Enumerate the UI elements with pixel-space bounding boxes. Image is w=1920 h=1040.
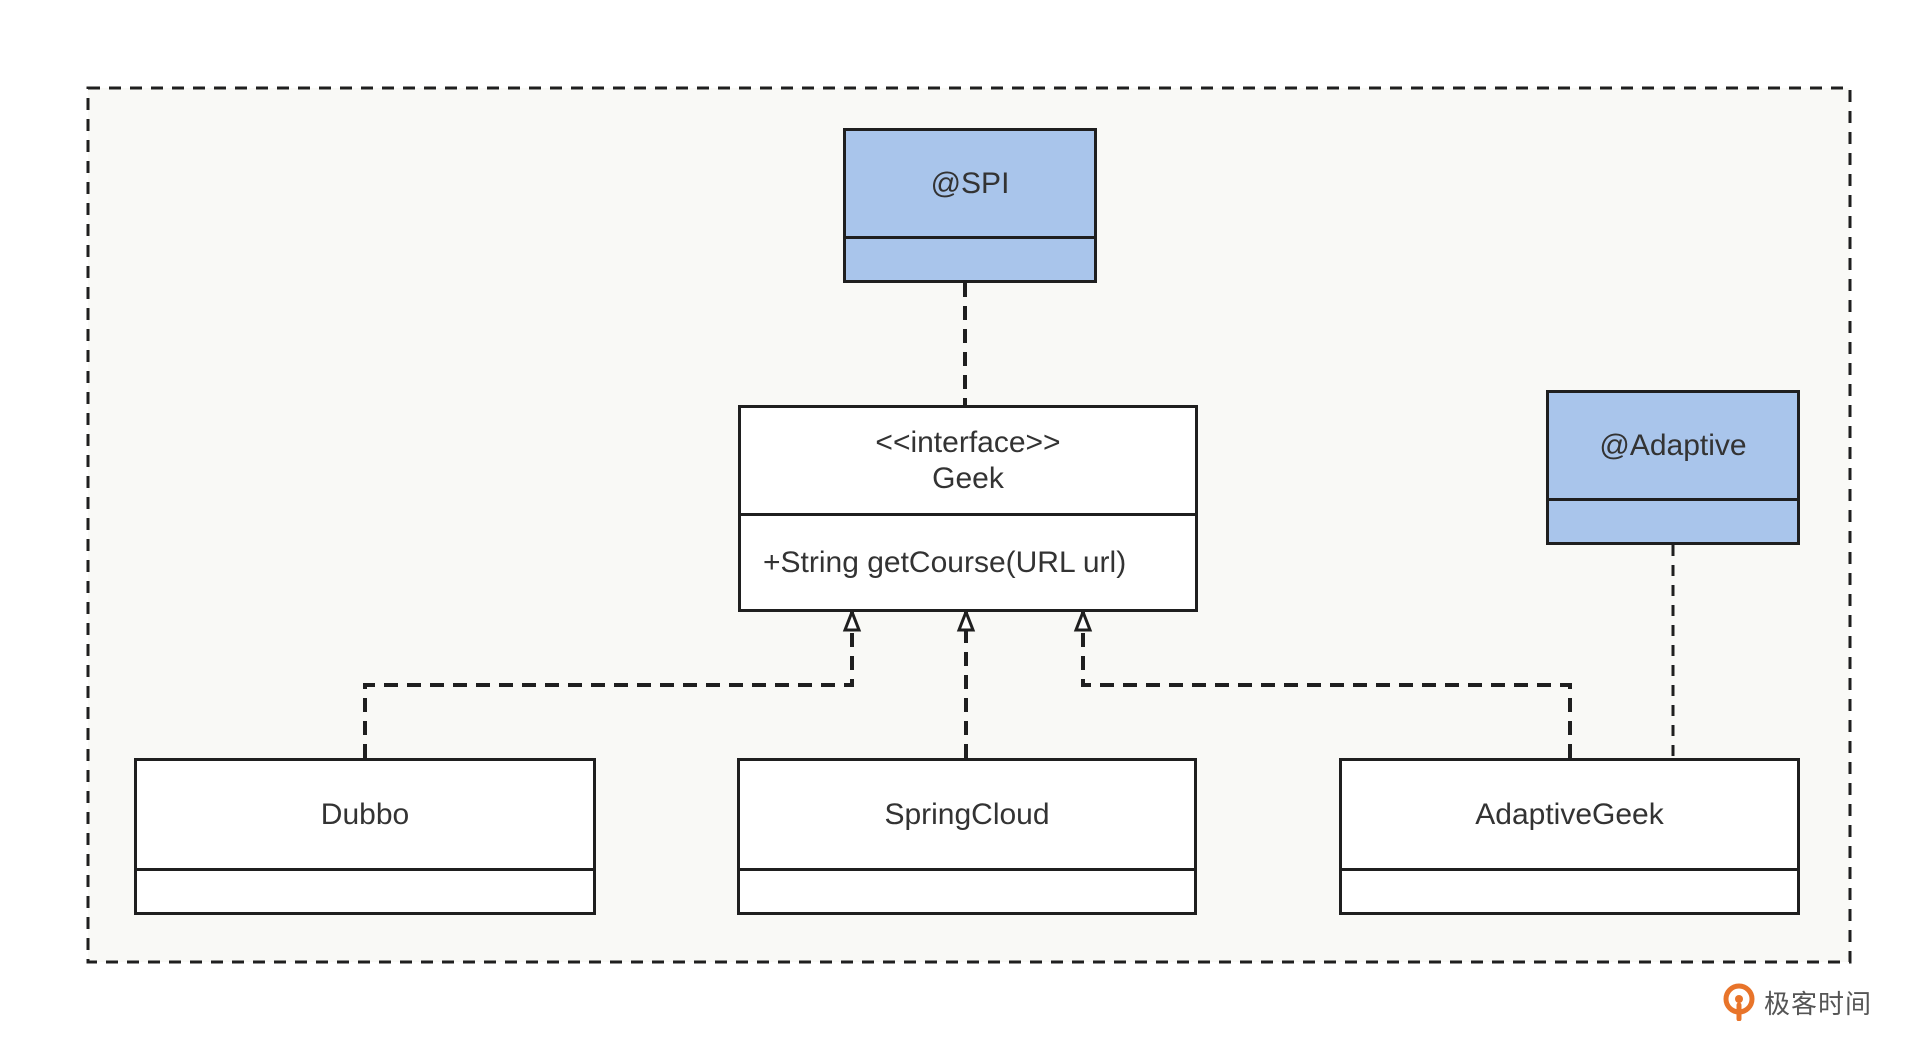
geek-interface-header: <<interface>> Geek bbox=[741, 408, 1195, 513]
dubbo-realization-line bbox=[363, 612, 854, 758]
adaptive-annotation-body bbox=[1549, 498, 1797, 542]
adaptivegeek-realization-arrowhead bbox=[1073, 607, 1093, 632]
adaptivegeek-class-header: AdaptiveGeek bbox=[1342, 761, 1797, 868]
geek-interface-methods: +String getCourse(URL url) bbox=[741, 513, 1195, 609]
adaptivegeek-class-box: AdaptiveGeek bbox=[1339, 758, 1800, 915]
watermark-text: 极客时间 bbox=[1764, 989, 1873, 1020]
spi-annotation-body bbox=[846, 236, 1094, 280]
interface-method: +String getCourse(URL url) bbox=[763, 545, 1127, 579]
springcloud-class-name: SpringCloud bbox=[884, 797, 1050, 831]
springcloud-class-body bbox=[740, 868, 1194, 912]
geek-interface-box: <<interface>> Geek +String getCourse(URL… bbox=[738, 405, 1198, 612]
dubbo-class-box: Dubbo bbox=[134, 758, 596, 915]
adaptivegeek-class-body bbox=[1342, 868, 1797, 912]
spi-annotation-label: @SPI bbox=[930, 166, 1010, 200]
adaptivegeek-realization-line bbox=[1081, 612, 1572, 758]
interface-stereotype: <<interface>> bbox=[875, 425, 1061, 459]
springcloud-class-header: SpringCloud bbox=[740, 761, 1194, 868]
dubbo-class-body bbox=[137, 868, 593, 912]
watermark: 极客时间 bbox=[1722, 980, 1892, 1024]
dubbo-class-name: Dubbo bbox=[320, 797, 410, 831]
spi-annotation-box: @SPI bbox=[843, 128, 1097, 283]
dubbo-class-header: Dubbo bbox=[137, 761, 593, 868]
interface-name: Geek bbox=[932, 461, 1004, 495]
adaptive-annotation-box: @Adaptive bbox=[1546, 390, 1800, 545]
dubbo-realization-arrowhead bbox=[842, 607, 862, 632]
springcloud-realization-arrowhead bbox=[956, 607, 976, 632]
spi-annotation-title: @SPI bbox=[846, 131, 1094, 236]
springcloud-class-box: SpringCloud bbox=[737, 758, 1197, 915]
adaptive-annotation-title: @Adaptive bbox=[1549, 393, 1797, 498]
adaptive-annotation-label: @Adaptive bbox=[1599, 428, 1747, 462]
adaptivegeek-class-name: AdaptiveGeek bbox=[1475, 797, 1664, 831]
geektime-logo-icon bbox=[1723, 983, 1755, 1021]
